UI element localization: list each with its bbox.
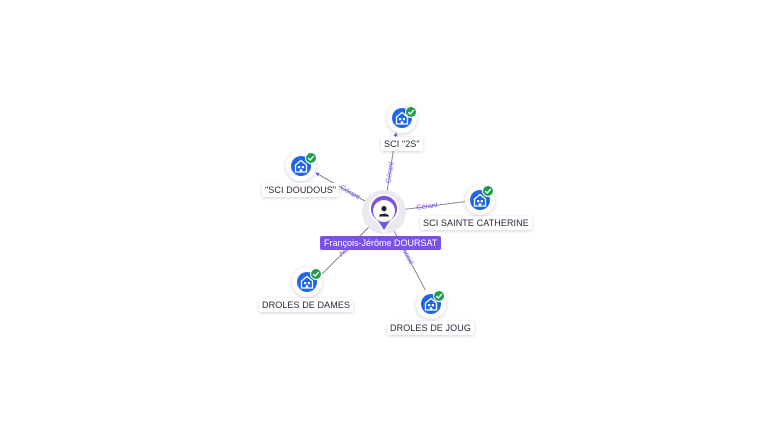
person-name-label[interactable]: François-Jérôme DOURSAT xyxy=(320,236,442,250)
company-label-sci-sainte-catherine[interactable]: SCI SAINTE CATHERINE xyxy=(420,216,532,230)
building-icon xyxy=(424,297,438,311)
company-label-droles-de-joug[interactable]: DROLES DE JOUG xyxy=(387,321,474,335)
user-icon xyxy=(379,206,389,217)
building-icon xyxy=(395,111,409,125)
check-icon xyxy=(482,185,494,197)
building-icon xyxy=(473,193,487,207)
check-icon xyxy=(433,290,445,302)
check-icon xyxy=(305,152,317,164)
company-label-sci-2s[interactable]: SCI "2S" xyxy=(381,137,423,151)
edge-label-sci-sainte-catherine: Gérant xyxy=(416,202,438,212)
company-label-sci-doudous[interactable]: "SCI DOUDOUS" xyxy=(262,183,340,197)
edge-label-sci-doudous: Gérant xyxy=(339,184,361,201)
check-icon xyxy=(405,106,417,118)
edge-label-sci-2s: Gérant xyxy=(385,161,395,183)
check-icon xyxy=(310,268,322,280)
person-node[interactable] xyxy=(362,190,406,234)
building-icon xyxy=(300,275,314,289)
building-icon xyxy=(294,159,308,173)
company-label-droles-de-dames[interactable]: DROLES DE DAMES xyxy=(259,298,354,312)
